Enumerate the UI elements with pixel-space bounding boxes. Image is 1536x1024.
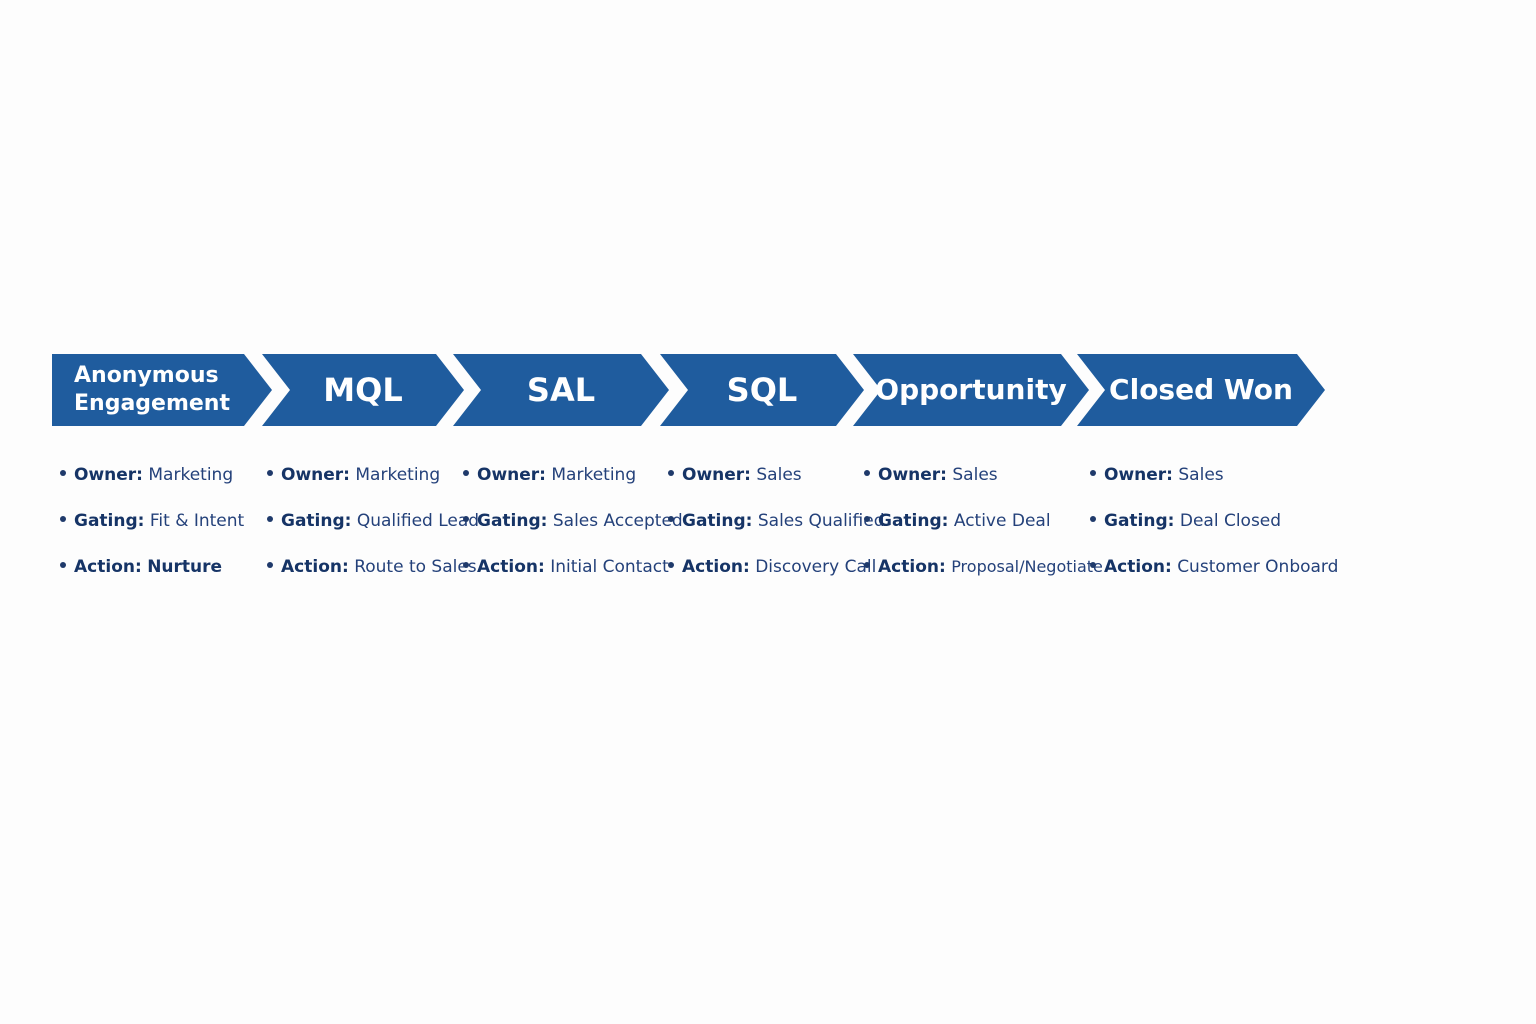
stage-chevron-anonymous-engagement: Anonymous Engagement [52, 354, 272, 426]
action-key: Action: [878, 557, 946, 577]
action-value: Customer Onboard [1177, 557, 1339, 577]
bullet-icon [463, 470, 469, 476]
chevron-shape [453, 354, 669, 426]
action-item: Action: Customer Onboard [1090, 552, 1338, 598]
chevron-shape [262, 354, 464, 426]
owner-item: Owner: Sales [668, 460, 885, 506]
chevron-shape [660, 354, 864, 426]
owner-key: Owner: [74, 465, 143, 485]
bullet-icon [864, 516, 870, 522]
owner-value: Sales [1178, 465, 1224, 485]
bullet-icon [1090, 562, 1096, 568]
stage-chevron-closed-won: Closed Won [1077, 354, 1325, 426]
bullet-icon [463, 516, 469, 522]
gating-key: Gating: [1104, 511, 1175, 531]
stage-details-sal: Owner: Marketing Gating: Sales Accepted … [463, 460, 683, 598]
bullet-icon [864, 470, 870, 476]
stage-details-anonymous-engagement: Owner: Marketing Gating: Fit & Intent Ac… [60, 460, 244, 598]
action-item: Action: Discovery Call [668, 552, 885, 598]
owner-key: Owner: [281, 465, 350, 485]
gating-key: Gating: [878, 511, 949, 531]
chevron-shape [1077, 354, 1325, 426]
bullet-icon [668, 562, 674, 568]
owner-key: Owner: [477, 465, 546, 485]
bullet-icon [60, 516, 66, 522]
gating-value: Sales Qualified [757, 511, 885, 531]
gating-value: Fit & Intent [149, 511, 245, 531]
owner-value: Marketing [551, 465, 637, 485]
gating-key: Gating: [477, 511, 548, 531]
bullet-icon [668, 516, 674, 522]
stage-title: Closed Won [1109, 373, 1293, 406]
action-item: Action: Proposal/Negotiate [864, 552, 1103, 598]
action-value: Discovery Call [755, 557, 877, 577]
gating-key: Gating: [682, 511, 753, 531]
gating-key: Gating: [281, 511, 352, 531]
stage-title: Opportunity [875, 373, 1067, 406]
gating-item: Gating: Qualified Lead [267, 506, 479, 552]
owner-item: Owner: Sales [864, 460, 1103, 506]
stage-details-opportunity: Owner: Sales Gating: Active Deal Action:… [864, 460, 1103, 598]
bullet-icon [668, 470, 674, 476]
stage-chevron-sql: SQL [660, 354, 864, 426]
stage-chevron-sal: SAL [453, 354, 669, 426]
owner-value: Sales [756, 465, 802, 485]
owner-item: Owner: Marketing [463, 460, 683, 506]
stage-title: SAL [526, 371, 596, 409]
bullet-icon [60, 470, 66, 476]
gating-item: Gating: Fit & Intent [60, 506, 244, 552]
stage-title-line: Engagement [74, 391, 230, 416]
action-value: Nurture [147, 557, 223, 577]
gating-item: Gating: Deal Closed [1090, 506, 1338, 552]
gating-item: Gating: Sales Qualified [668, 506, 885, 552]
stage-details-mql: Owner: Marketing Gating: Qualified Lead … [267, 460, 479, 598]
gating-value: Sales Accepted [552, 511, 683, 531]
stage-chevron-opportunity: Opportunity [853, 354, 1089, 426]
action-key: Action: [281, 557, 349, 577]
owner-value: Marketing [148, 465, 234, 485]
gating-value: Qualified Lead [356, 511, 480, 531]
stage-chevron-mql: MQL [262, 354, 464, 426]
owner-key: Owner: [878, 465, 947, 485]
action-value: Proposal/Negotiate [951, 557, 1103, 576]
action-item: Action: Nurture [60, 552, 244, 598]
bullet-icon [1090, 516, 1096, 522]
owner-value: Sales [952, 465, 998, 485]
stage-title: Anonymous Engagement [74, 362, 230, 418]
owner-key: Owner: [1104, 465, 1173, 485]
stage-title: MQL [323, 371, 403, 409]
bullet-icon [864, 562, 870, 568]
action-value: Route to Sales [354, 557, 477, 577]
gating-key: Gating: [74, 511, 145, 531]
bullet-icon [463, 562, 469, 568]
owner-item: Owner: Marketing [60, 460, 244, 506]
action-key: Action: [477, 557, 545, 577]
action-key: Action: [1104, 557, 1172, 577]
bullet-icon [60, 562, 66, 568]
chevron-shape [52, 354, 272, 426]
stage-details-sql: Owner: Sales Gating: Sales Qualified Act… [668, 460, 885, 598]
owner-key: Owner: [682, 465, 751, 485]
stage-details-closed-won: Owner: Sales Gating: Deal Closed Action:… [1090, 460, 1338, 598]
bullet-icon [267, 516, 273, 522]
bullet-icon [267, 562, 273, 568]
action-item: Action: Route to Sales [267, 552, 479, 598]
stage-title: SQL [726, 371, 798, 409]
gating-value: Deal Closed [1179, 511, 1282, 531]
owner-value: Marketing [355, 465, 441, 485]
gating-item: Gating: Sales Accepted [463, 506, 683, 552]
action-item: Action: Initial Contact [463, 552, 683, 598]
stage-title-line: Anonymous [74, 363, 219, 388]
action-key: Action: [74, 557, 142, 577]
gating-value: Active Deal [953, 511, 1051, 531]
bullet-icon [1090, 470, 1096, 476]
action-value: Initial Contact [550, 557, 669, 577]
action-key: Action: [682, 557, 750, 577]
chevron-shape [853, 354, 1089, 426]
owner-item: Owner: Marketing [267, 460, 479, 506]
bullet-icon [267, 470, 273, 476]
gating-item: Gating: Active Deal [864, 506, 1103, 552]
owner-item: Owner: Sales [1090, 460, 1338, 506]
